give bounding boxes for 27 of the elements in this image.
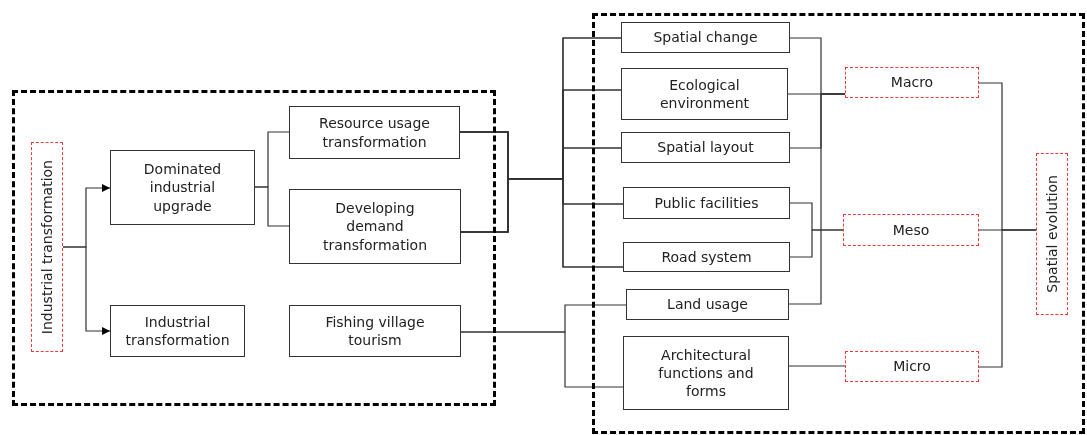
- process-box: Industrial transformation: [110, 305, 245, 357]
- dashed-group-frame: [592, 13, 1085, 434]
- arrow: [62, 246, 111, 336]
- connector-line: [789, 229, 844, 258]
- dashed-group-frame: [12, 90, 496, 406]
- process-box: Public facilities: [623, 187, 790, 219]
- process-box: Dominated industrial upgrade: [110, 150, 255, 225]
- process-box: Developing demand transformation: [289, 189, 461, 264]
- process-box: Ecological environment: [621, 68, 788, 120]
- category-box: Industrial transformation: [31, 142, 63, 352]
- process-box: Spatial layout: [621, 132, 790, 163]
- category-box: Macro: [845, 67, 979, 98]
- connector-line: [254, 186, 290, 227]
- process-box: Spatial change: [621, 22, 790, 53]
- category-box: Micro: [845, 351, 979, 382]
- connector-line: [788, 365, 846, 367]
- connector-line: [460, 331, 624, 388]
- connector-line: [788, 93, 846, 305]
- process-box: Resource usage transformation: [289, 106, 460, 159]
- process-box: Fishing village tourism: [289, 305, 461, 357]
- process-box: Land usage: [626, 289, 789, 320]
- connector-line: [978, 229, 1037, 368]
- process-box: Road system: [623, 242, 790, 272]
- category-box: Spatial evolution: [1036, 153, 1068, 315]
- category-box: Meso: [843, 214, 979, 246]
- process-box: Architectural functions and forms: [623, 336, 789, 410]
- connector-line: [460, 178, 624, 268]
